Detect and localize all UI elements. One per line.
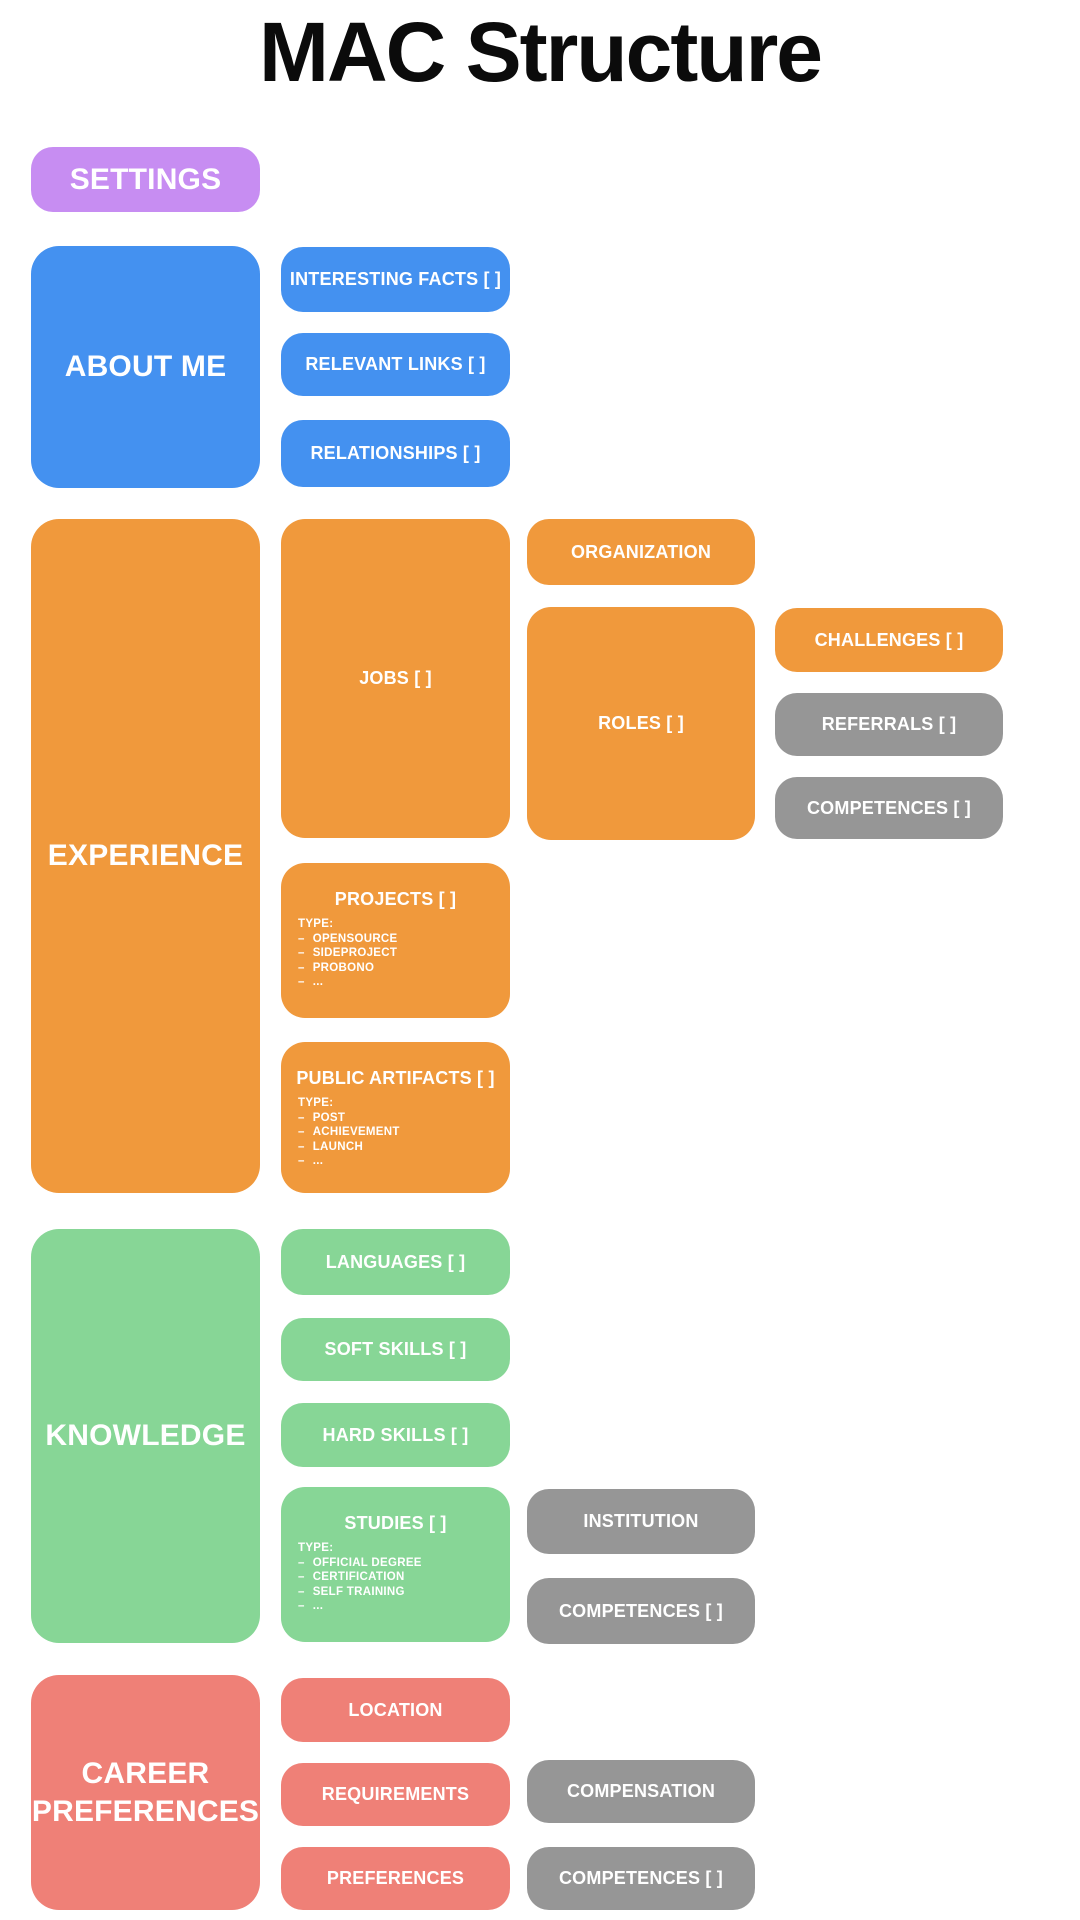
languages-label: LANGUAGES [ ] (325, 1251, 466, 1272)
about-me-label: ABOUT ME (64, 350, 227, 383)
institution-box: INSTITUTION (527, 1489, 755, 1554)
requirements-box: REQUIREMENTS (281, 1763, 510, 1826)
public-artifacts-type-heading: TYPE: (298, 1097, 334, 1109)
settings-box: SETTINGS (31, 147, 260, 212)
type-item: LAUNCH (298, 1140, 500, 1155)
projects-type-heading: TYPE: (298, 918, 334, 930)
hard-skills-box: HARD SKILLS [ ] (281, 1403, 510, 1467)
knowledge-competences-label: COMPETENCES [ ] (558, 1600, 723, 1621)
projects-type-list: TYPE: OPENSOURCESIDEPROJECTPROBONO... (281, 909, 510, 990)
studies-type-heading: TYPE: (298, 1542, 334, 1554)
requirements-label: REQUIREMENTS (321, 1784, 470, 1804)
projects-box: PROJECTS [ ] TYPE: OPENSOURCESIDEPROJECT… (281, 863, 510, 1018)
organization-box: ORGANIZATION (527, 519, 755, 585)
studies-type-list: TYPE: OFFICIAL DEGREECERTIFICATIONSELF T… (281, 1533, 510, 1614)
relationships-label: RELATIONSHIPS [ ] (310, 443, 481, 463)
settings-label: SETTINGS (69, 162, 222, 196)
challenges-label: CHALLENGES [ ] (814, 629, 964, 650)
career-competences-label: COMPETENCES [ ] (558, 1868, 723, 1888)
jobs-box: JOBS [ ] (281, 519, 510, 838)
career-preferences-label: CAREER PREFERENCES (31, 1756, 260, 1828)
location-label: LOCATION (348, 1699, 443, 1720)
type-item: POST (298, 1111, 500, 1126)
type-item: OPENSOURCE (298, 932, 500, 947)
challenges-box: CHALLENGES [ ] (775, 608, 1003, 672)
location-box: LOCATION (281, 1678, 510, 1742)
roles-label: ROLES [ ] (598, 713, 684, 733)
experience-label: EXPERIENCE (47, 839, 244, 872)
type-item: CERTIFICATION (298, 1570, 500, 1585)
studies-label: STUDIES [ ] (344, 1513, 447, 1533)
public-artifacts-box: PUBLIC ARTIFACTS [ ] TYPE: POSTACHIEVEME… (281, 1042, 510, 1193)
jobs-label: JOBS [ ] (359, 668, 432, 688)
type-item: ACHIEVEMENT (298, 1125, 500, 1140)
type-item: ... (298, 1154, 500, 1169)
compensation-box: COMPENSATION (527, 1760, 755, 1823)
interesting-facts-label: INTERESTING FACTS [ ] (289, 269, 502, 289)
soft-skills-label: SOFT SKILLS [ ] (324, 1339, 467, 1359)
referrals-box: REFERRALS [ ] (775, 693, 1003, 756)
organization-label: ORGANIZATION (570, 541, 712, 562)
hard-skills-label: HARD SKILLS [ ] (322, 1424, 469, 1445)
knowledge-box: KNOWLEDGE (31, 1229, 260, 1643)
compensation-label: COMPENSATION (566, 1781, 716, 1801)
languages-box: LANGUAGES [ ] (281, 1229, 510, 1295)
type-item: ... (298, 1599, 500, 1614)
soft-skills-box: SOFT SKILLS [ ] (281, 1318, 510, 1381)
public-artifacts-type-items: POSTACHIEVEMENTLAUNCH... (298, 1111, 500, 1169)
knowledge-competences-box: COMPETENCES [ ] (527, 1578, 755, 1644)
preferences-box: PREFERENCES (281, 1847, 510, 1910)
institution-label: INSTITUTION (583, 1511, 699, 1531)
public-artifacts-type-list: TYPE: POSTACHIEVEMENTLAUNCH... (281, 1088, 510, 1169)
roles-box: ROLES [ ] (527, 607, 755, 840)
relevant-links-label: RELEVANT LINKS [ ] (305, 354, 486, 374)
type-item: SIDEPROJECT (298, 946, 500, 961)
experience-competences-label: COMPETENCES [ ] (806, 797, 971, 818)
type-item: ... (298, 975, 500, 990)
career-preferences-box: CAREER PREFERENCES (31, 1675, 260, 1910)
referrals-label: REFERRALS [ ] (821, 714, 957, 734)
interesting-facts-box: INTERESTING FACTS [ ] (281, 247, 510, 312)
type-item: PROBONO (298, 961, 500, 976)
relevant-links-box: RELEVANT LINKS [ ] (281, 333, 510, 396)
relationships-box: RELATIONSHIPS [ ] (281, 420, 510, 487)
knowledge-label: KNOWLEDGE (45, 1419, 246, 1452)
type-item: SELF TRAINING (298, 1585, 500, 1600)
experience-box: EXPERIENCE (31, 519, 260, 1193)
studies-box: STUDIES [ ] TYPE: OFFICIAL DEGREECERTIFI… (281, 1487, 510, 1642)
projects-label: PROJECTS [ ] (334, 889, 457, 909)
studies-type-items: OFFICIAL DEGREECERTIFICATIONSELF TRAININ… (298, 1556, 500, 1614)
type-item: OFFICIAL DEGREE (298, 1556, 500, 1571)
about-me-box: ABOUT ME (31, 246, 260, 488)
projects-type-items: OPENSOURCESIDEPROJECTPROBONO... (298, 932, 500, 990)
preferences-label: PREFERENCES (326, 1868, 465, 1888)
page-title: MAC Structure (258, 4, 823, 99)
public-artifacts-label: PUBLIC ARTIFACTS [ ] (296, 1068, 495, 1088)
experience-competences-box: COMPETENCES [ ] (775, 777, 1003, 839)
career-competences-box: COMPETENCES [ ] (527, 1847, 755, 1910)
